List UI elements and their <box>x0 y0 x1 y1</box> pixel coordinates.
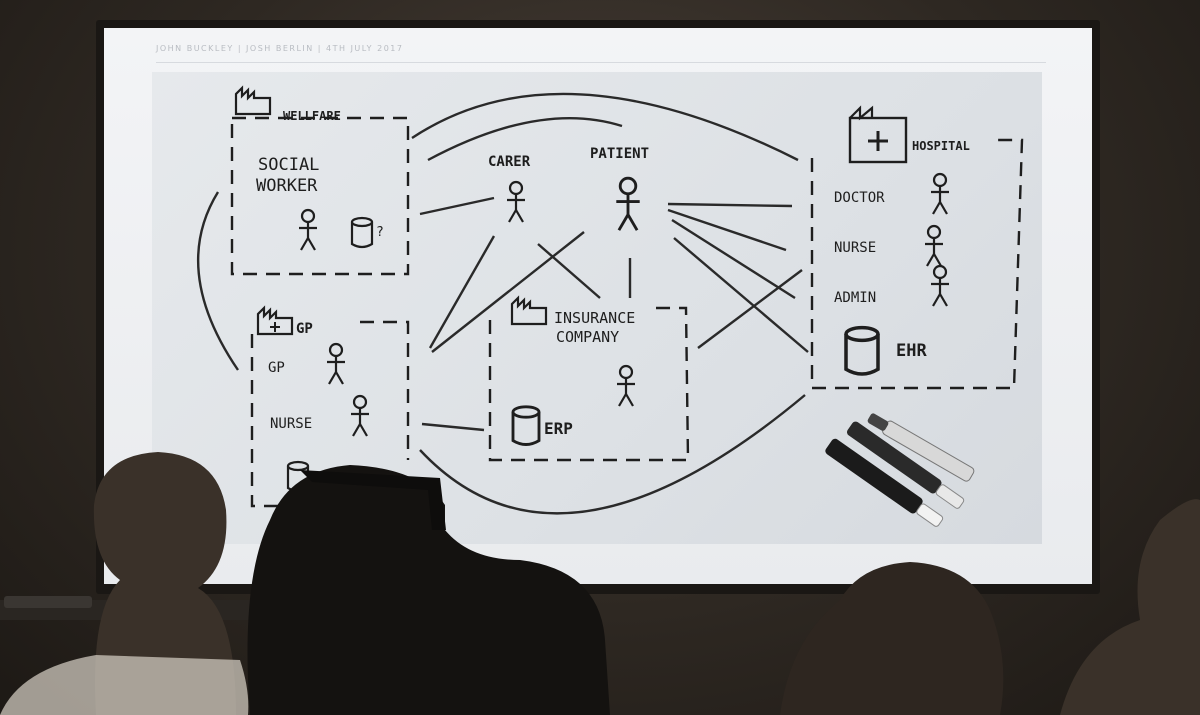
audience-member-far-right <box>1060 499 1200 715</box>
hospital-label: HOSPITAL <box>912 139 970 153</box>
audience-member-right <box>780 562 1004 715</box>
patient-group: PATIENT <box>590 146 649 232</box>
glasses-on-head <box>300 470 446 530</box>
social-label: SOCIAL <box>258 155 319 175</box>
carer-group: CARER <box>488 154 531 224</box>
connection-lines <box>419 196 809 432</box>
insurance-label-line1: INSURANCE <box>554 309 635 327</box>
gp-role-label: GP <box>268 360 285 376</box>
nurse-label: NURSE <box>834 240 876 256</box>
welfare-label: WELLFARE <box>283 109 341 123</box>
connection-arcs <box>196 92 806 515</box>
welfare-db-mark: ? <box>376 225 384 240</box>
slide-header-rule <box>156 62 1046 63</box>
audience-member-center <box>247 465 610 715</box>
audience-member-left <box>93 452 236 715</box>
ehr-label: EHR <box>896 341 927 361</box>
slide-header: JOHN BUCKLEY | JOSH BERLIN | 4TH JULY 20… <box>156 44 404 53</box>
marker-pens <box>825 413 975 527</box>
patient-label: PATIENT <box>590 146 649 162</box>
laptop <box>4 596 92 608</box>
gp-label: GP <box>296 321 313 337</box>
insurance-label-line2: COMPANY <box>556 328 619 346</box>
erp-label: ERP <box>544 419 573 438</box>
hospital-group: HOSPITAL DOCTOR NURSE ADMIN EHR <box>810 105 1024 390</box>
doctor-label: DOCTOR <box>834 190 885 206</box>
worker-label: WORKER <box>256 176 318 196</box>
admin-label: ADMIN <box>834 290 876 306</box>
welfare-group: WELLFARE SOCIAL WORKER ? <box>230 86 410 276</box>
insurance-group: INSURANCE COMPANY ERP <box>488 296 690 462</box>
audience-shirt <box>0 655 249 715</box>
carer-label: CARER <box>488 154 531 170</box>
gp-nurse-label: NURSE <box>270 416 312 432</box>
gp-group: GP GP NURSE <box>250 306 410 508</box>
